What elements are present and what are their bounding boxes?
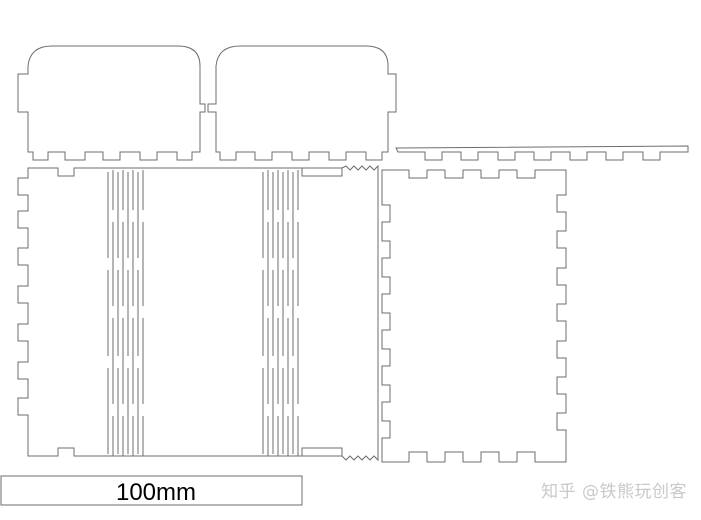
- living-hinge-right: [262, 170, 299, 456]
- living-hinge-left: [107, 170, 144, 456]
- notch-top-right: [301, 168, 343, 177]
- side-panel: [381, 169, 567, 463]
- body-wrap-panel: [17, 164, 379, 462]
- scale-bar: [0, 475, 303, 506]
- end-piece-right: [207, 45, 397, 161]
- end-piece-left: [17, 45, 206, 161]
- watermark: 知乎 @铁熊玩创客: [541, 482, 687, 502]
- notch-bottom-right: [301, 447, 343, 456]
- tab-strip: [395, 145, 689, 161]
- scale-bar-label: 100mm: [116, 479, 196, 506]
